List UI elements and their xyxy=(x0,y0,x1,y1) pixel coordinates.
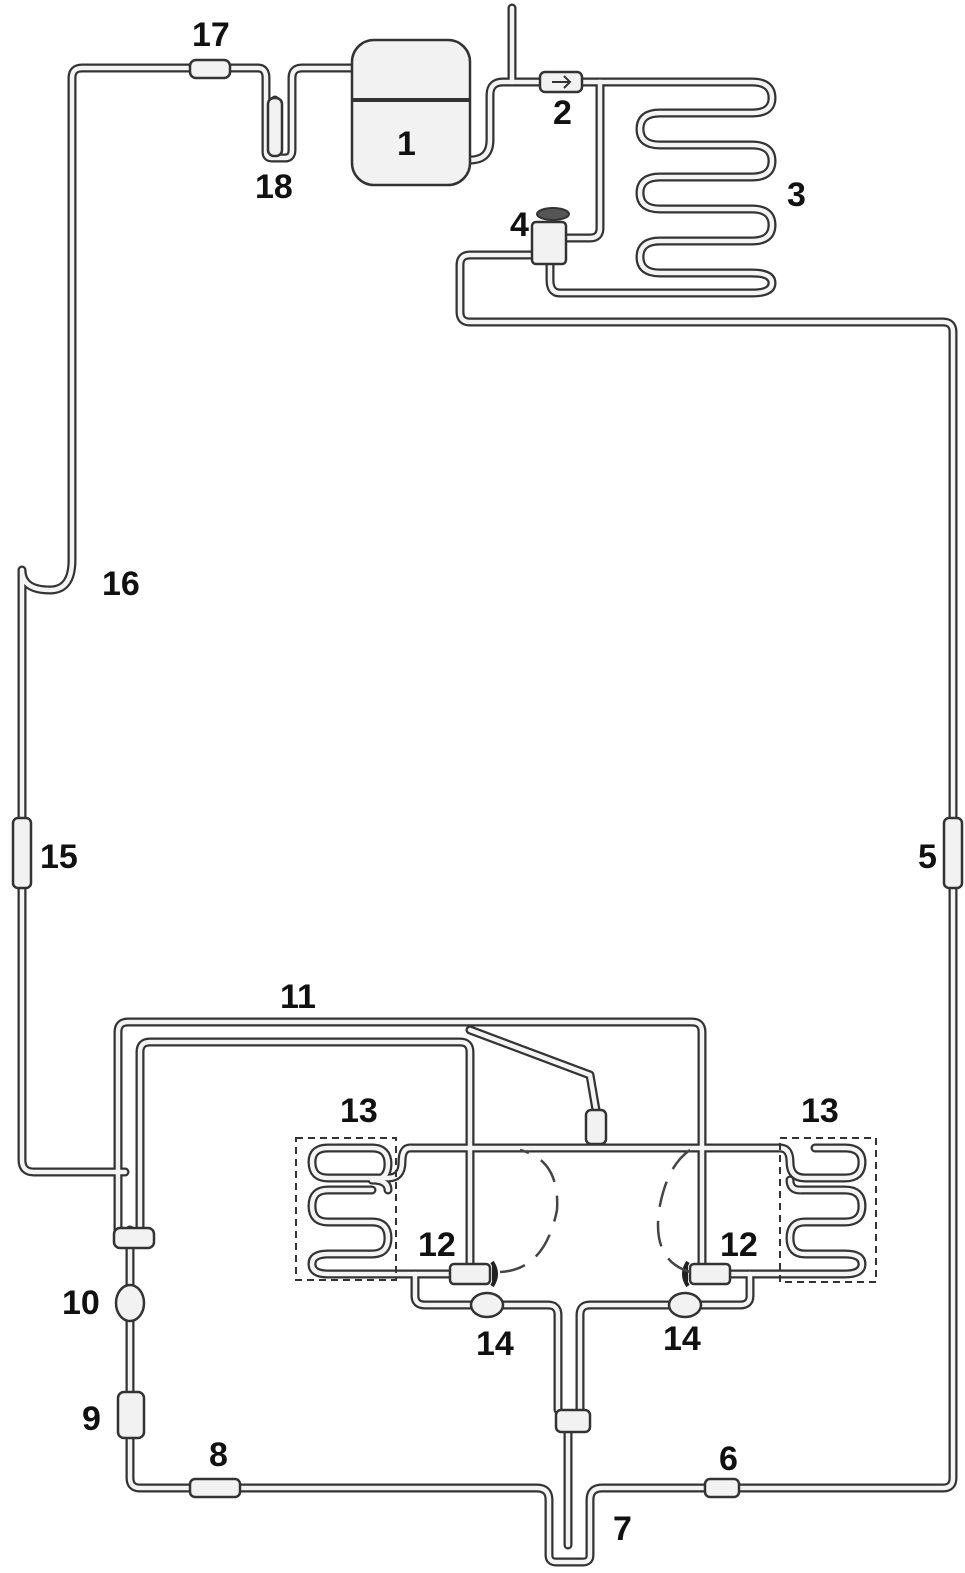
label-7: 7 xyxy=(613,1510,632,1548)
label-17: 17 xyxy=(192,16,230,54)
label-12-left: 12 xyxy=(418,1226,456,1264)
label-5: 5 xyxy=(918,838,937,876)
component-9 xyxy=(116,1390,146,1440)
label-15: 15 xyxy=(40,838,78,876)
valve-body xyxy=(530,220,568,266)
component-10 xyxy=(114,1283,146,1323)
compressor xyxy=(350,38,472,187)
sleeve-8 xyxy=(188,1477,242,1499)
valve-left xyxy=(448,1262,492,1286)
valve-right-handle xyxy=(682,1260,690,1288)
label-13-left: 13 xyxy=(340,1092,378,1130)
manifold-joint xyxy=(112,1226,156,1250)
label-16: 16 xyxy=(102,565,140,603)
label-13-right: 13 xyxy=(801,1092,839,1130)
flow-arc-left xyxy=(499,1148,559,1274)
capillary-fitting-right xyxy=(667,1291,703,1319)
suction-line-sleeve xyxy=(11,816,33,890)
suction-fitting xyxy=(188,58,232,80)
valve-handle xyxy=(536,207,570,221)
evaporator-box-left xyxy=(295,1137,397,1281)
capillary-fitting-left xyxy=(469,1291,505,1319)
label-8: 8 xyxy=(209,1436,228,1474)
label-10: 10 xyxy=(62,1284,100,1322)
accumulator-tube xyxy=(266,96,284,158)
label-1: 1 xyxy=(397,125,416,163)
liquid-line-sleeve xyxy=(942,816,964,890)
valve-left-handle xyxy=(490,1260,498,1288)
label-14-right: 14 xyxy=(663,1320,701,1358)
flow-arrow-icon xyxy=(552,75,572,89)
label-2: 2 xyxy=(553,94,572,132)
label-9: 9 xyxy=(82,1400,101,1438)
sleeve-6 xyxy=(703,1477,741,1499)
label-11: 11 xyxy=(280,978,316,1016)
label-6: 6 xyxy=(719,1440,738,1478)
label-14-left: 14 xyxy=(476,1325,514,1363)
splitter xyxy=(584,1108,608,1146)
junction-7 xyxy=(554,1408,592,1434)
label-18: 18 xyxy=(255,168,293,206)
flow-arc-right xyxy=(656,1148,691,1274)
number-labels: 1 2 3 4 5 6 7 8 9 10 11 12 12 13 13 14 1… xyxy=(40,16,937,1548)
valve-right xyxy=(688,1262,732,1286)
label-4: 4 xyxy=(510,206,529,244)
evaporator-box-right xyxy=(779,1137,877,1283)
label-12-right: 12 xyxy=(720,1226,758,1264)
label-3: 3 xyxy=(787,176,806,214)
